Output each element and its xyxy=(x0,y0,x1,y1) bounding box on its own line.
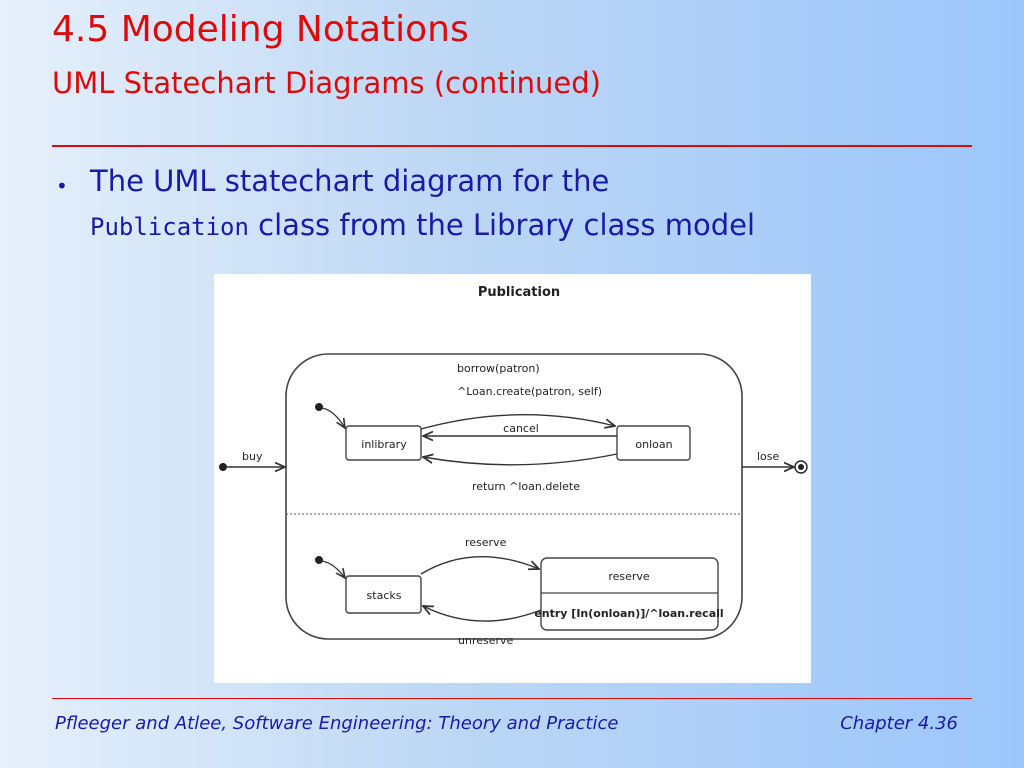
state-reserve-entry-action: entry [In(onloan)]/^loan.recall xyxy=(534,607,723,620)
statechart-diagram: Publication buy lose inlibrary onloan bo… xyxy=(219,285,808,647)
state-inlibrary xyxy=(345,425,422,461)
unreserve-label: unreserve xyxy=(458,634,514,647)
state-reserve xyxy=(540,557,719,631)
return-label: return ^loan.delete xyxy=(472,480,580,493)
state-reserve-label: reserve xyxy=(608,570,650,583)
return-transition xyxy=(423,453,618,466)
bullet-marker: • xyxy=(56,174,68,198)
slide-subtitle: UML Statechart Diagrams (continued) xyxy=(52,66,601,100)
buy-label: buy xyxy=(242,450,263,463)
title-divider xyxy=(52,145,972,147)
state-stacks xyxy=(345,575,422,614)
final-state-dot xyxy=(798,464,804,470)
borrow-label-line1: borrow(patron) xyxy=(457,362,540,375)
cancel-label: cancel xyxy=(503,422,539,435)
slide-title: 4.5 Modeling Notations xyxy=(52,9,469,50)
bottom-initial-pseudostate xyxy=(315,556,323,564)
reserve-transition-label: reserve xyxy=(465,536,507,549)
bullet-text-line1: The UML statechart diagram for the xyxy=(90,164,610,198)
lose-label: lose xyxy=(757,450,780,463)
final-state-ring xyxy=(794,460,808,474)
bullet-text-rest: class from the Library class model xyxy=(248,208,756,242)
borrow-label-line2: ^Loan.create(patron, self) xyxy=(457,385,602,398)
footer-citation: Pfleeger and Atlee, Software Engineering… xyxy=(55,713,619,734)
footer-slide-number: Chapter 4.36 xyxy=(840,713,958,734)
state-inlibrary-label: inlibrary xyxy=(361,438,407,451)
borrow-transition xyxy=(420,414,615,430)
external-initial-pseudostate xyxy=(219,463,227,471)
top-initial-pseudostate xyxy=(315,403,323,411)
state-onloan-label: onloan xyxy=(635,438,672,451)
footer-divider xyxy=(52,698,972,699)
unreserve-transition xyxy=(423,606,542,622)
reserve-transition xyxy=(420,556,539,575)
publication-composite-state xyxy=(285,353,743,640)
publication-code-term: Publication xyxy=(90,213,249,241)
top-initial-transition xyxy=(321,407,345,428)
state-stacks-label: stacks xyxy=(367,589,402,602)
diagram-title: Publication xyxy=(478,285,560,300)
bottom-initial-transition xyxy=(321,560,345,578)
bullet-text-line2: Publication class from the Library class… xyxy=(90,208,755,243)
statechart-figure: Publication buy lose inlibrary onloan bo… xyxy=(214,274,811,683)
state-onloan xyxy=(616,425,691,461)
